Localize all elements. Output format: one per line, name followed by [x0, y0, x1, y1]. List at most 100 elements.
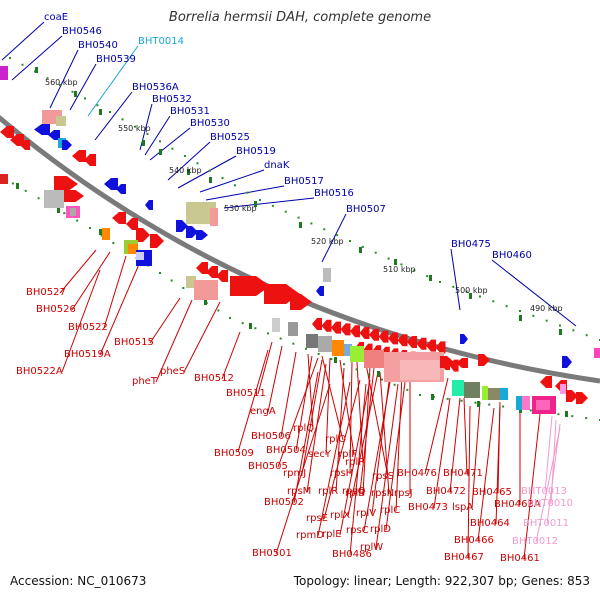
callout-line [1, 21, 45, 61]
gene-arrow [397, 334, 408, 347]
callout-line [144, 115, 171, 156]
ruler-tick [187, 169, 190, 175]
gene-block [318, 336, 332, 352]
ruler-dot [474, 401, 477, 404]
top-gene-label: dnaK [264, 160, 290, 171]
callout-line [199, 169, 265, 193]
gene-arrow [136, 228, 150, 242]
callout-line [339, 379, 371, 536]
gene-arrow [540, 376, 552, 388]
ruler-dot [271, 204, 274, 207]
bottom-gene-label: rplO [325, 434, 346, 445]
gene-block [102, 228, 110, 240]
ruler-dot [519, 310, 521, 312]
ruler-dot [134, 125, 136, 128]
ruler-dot [502, 405, 505, 408]
ruler-dot [368, 373, 371, 376]
gene-arrow [378, 330, 389, 343]
ruler-dot [492, 300, 495, 303]
ruler-tick [74, 91, 77, 97]
ruler-dot [209, 169, 211, 172]
ruler-tick [99, 229, 102, 235]
top-gene-label: BH0530 [190, 118, 230, 129]
bottom-gene-label: pheT [132, 376, 158, 387]
ruler-dot [182, 287, 185, 289]
top-gene-label: BH0532 [152, 94, 192, 105]
callout-line [301, 359, 323, 475]
top-gene-label: BH0475 [451, 239, 491, 250]
ruler-dot [11, 182, 14, 185]
bottom-gene-label: rpsC [346, 525, 369, 536]
callout-line [349, 383, 367, 556]
bottom-gene-label: rpsM [287, 486, 311, 497]
ruler-tick [35, 67, 38, 73]
ruler-dot [246, 191, 249, 194]
ruler-dot [585, 334, 588, 337]
callout-line [323, 379, 361, 520]
callout-line [449, 397, 461, 493]
ruler-dot [221, 177, 224, 179]
callout-line [491, 259, 577, 327]
ruler-dot [184, 155, 186, 157]
callout-line [321, 213, 347, 263]
ruler-tick [209, 177, 212, 183]
gene-block [128, 244, 138, 254]
gene-block [594, 348, 600, 358]
gene-arrow [435, 341, 446, 354]
gene-arrow [316, 286, 324, 296]
ruler-dot [284, 210, 287, 213]
gene-block [536, 400, 550, 410]
gene-arrow [84, 154, 96, 166]
callout-line [11, 35, 63, 81]
top-gene-label: BH0517 [284, 176, 324, 187]
ruler-dot [505, 305, 508, 308]
bottom-gene-label: BH0465 [472, 487, 512, 498]
gene-arrow [72, 150, 86, 162]
ruler-dot [557, 413, 560, 416]
ruler-dot [196, 162, 199, 165]
callout-line [359, 367, 375, 493]
ruler-dot [452, 285, 455, 288]
ruler-dot [9, 57, 11, 59]
ruler-dot [460, 399, 463, 402]
bottom-gene-label: BH0527 [26, 287, 66, 298]
top-gene-label: coaE [44, 12, 68, 23]
gene-block [210, 208, 218, 226]
callout-line [59, 249, 97, 294]
gene-block [186, 202, 216, 224]
gene-block [56, 116, 66, 126]
ruler-dot [406, 388, 409, 391]
ruler-dot [349, 240, 351, 242]
ruler-tick-label: 550 kbp [118, 124, 151, 133]
bottom-gene-label: lspA [452, 502, 473, 513]
gene-arrow [216, 270, 228, 282]
callout-line [205, 185, 285, 201]
gene-arrow [321, 319, 332, 332]
callout-line [535, 427, 561, 543]
gene-arrow [340, 323, 351, 336]
bottom-gene-label: BH0526 [36, 304, 76, 315]
callout-line [293, 371, 319, 504]
gene-arrow [350, 325, 360, 338]
ruler-dot [71, 90, 74, 93]
top-gene-label: BH0531 [170, 106, 210, 117]
ruler-dot [374, 251, 377, 254]
callout-line [183, 301, 221, 373]
gene-arrow [426, 339, 436, 352]
top-gene-label: BH0507 [346, 204, 386, 215]
bottom-gene-label: rplX [330, 510, 350, 521]
bottom-gene-label: rpmJ [283, 468, 306, 479]
ruler-dot [545, 319, 548, 322]
top-gene-label: BH0516 [314, 188, 354, 199]
callout-line [277, 357, 319, 468]
callout-line [424, 377, 449, 475]
bottom-gene-label: BHT0012 [512, 536, 558, 547]
callout-line [257, 341, 273, 395]
ruler-dot [310, 222, 313, 225]
bottom-gene-label: secY [308, 449, 332, 460]
ruler-dot [343, 363, 345, 366]
callout-line [223, 197, 315, 209]
callout-line [177, 155, 237, 189]
gene-arrow [62, 140, 72, 150]
